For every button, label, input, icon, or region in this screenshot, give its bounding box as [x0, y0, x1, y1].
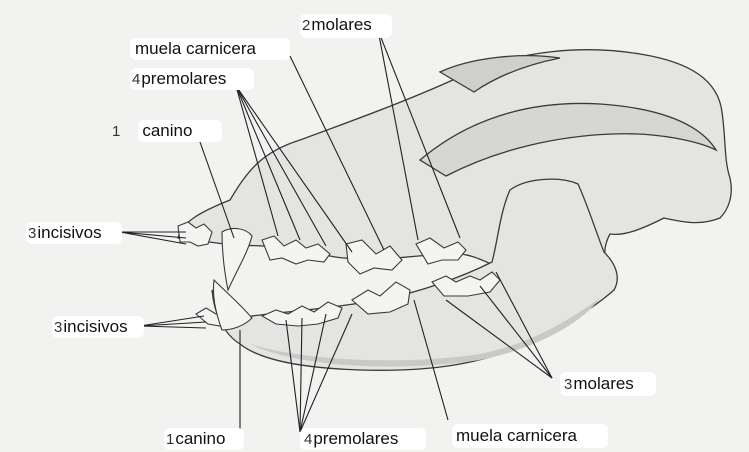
- label-lower-molares: 3molares: [564, 375, 634, 393]
- label-count: 3: [564, 376, 572, 393]
- label-lower-incisivos: 3incisivos: [54, 318, 128, 336]
- label-upper-muela-carnicera: muela carnicera: [135, 40, 256, 58]
- upper-canine: [222, 229, 252, 290]
- label-text: premolares: [313, 429, 398, 448]
- label-text: muela carnicera: [456, 426, 577, 445]
- label-count: 4: [304, 431, 312, 448]
- label-count: 3: [54, 319, 62, 336]
- label-upper-molares: 2molares: [302, 16, 372, 34]
- label-text: canino: [142, 121, 192, 140]
- label-lower-muela-carnicera: muela carnicera: [456, 427, 577, 445]
- label-text: incisivos: [63, 317, 127, 336]
- label-count: 1: [166, 431, 174, 448]
- label-lower-canino: 1canino: [166, 430, 225, 448]
- label-count: 1: [112, 123, 120, 140]
- label-count: 3: [28, 225, 36, 242]
- label-text: muela carnicera: [135, 39, 256, 58]
- skull-illustration: [178, 50, 731, 371]
- label-text: incisivos: [37, 223, 101, 242]
- label-upper-incisivos: 3incisivos: [28, 224, 102, 242]
- label-count: 2: [302, 17, 310, 34]
- label-upper-canino: 1 canino: [112, 122, 192, 140]
- label-text: molares: [573, 374, 633, 393]
- lower-canine: [213, 280, 252, 330]
- label-text: canino: [175, 429, 225, 448]
- label-count: 4: [132, 71, 140, 88]
- label-lower-premolares: 4premolares: [304, 430, 398, 448]
- label-text: premolares: [141, 69, 226, 88]
- label-text: molares: [311, 15, 371, 34]
- label-upper-premolares: 4premolares: [132, 70, 226, 88]
